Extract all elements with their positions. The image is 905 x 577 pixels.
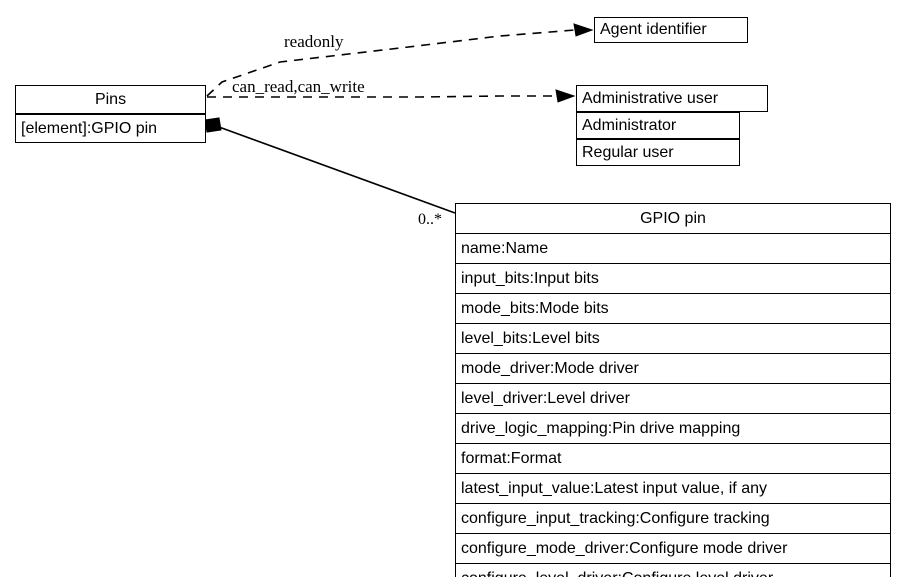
class-member-pins-0: [element]:GPIO pin xyxy=(15,114,206,143)
class-member-gpio-pin-11: configure_level_driver:Configure level d… xyxy=(455,563,891,577)
class-title-gpio-pin: GPIO pin xyxy=(455,203,891,234)
class-member-gpio-pin-9: configure_input_tracking:Configure track… xyxy=(455,503,891,534)
class-title-administrative-user: Administrative user xyxy=(576,85,768,112)
class-member-gpio-pin-1: input_bits:Input bits xyxy=(455,263,891,294)
edge-label-readonly: readonly xyxy=(284,32,344,51)
class-member-gpio-pin-8: latest_input_value:Latest input value, i… xyxy=(455,473,891,504)
class-member-gpio-pin-5: level_driver:Level driver xyxy=(455,383,891,414)
class-member-administrative-user-0: Administrator xyxy=(576,112,740,139)
class-member-administrative-user-1: Regular user xyxy=(576,139,740,166)
class-title-agent-identifier: Agent identifier xyxy=(594,17,748,43)
class-member-gpio-pin-2: mode_bits:Mode bits xyxy=(455,293,891,324)
class-member-gpio-pin-0: name:Name xyxy=(455,233,891,264)
edge-composition xyxy=(204,117,456,214)
class-title-pins: Pins xyxy=(15,85,206,114)
class-member-gpio-pin-7: format:Format xyxy=(455,443,891,474)
class-member-gpio-pin-10: configure_mode_driver:Configure mode dri… xyxy=(455,533,891,564)
edge-label-multiplicity: 0..* xyxy=(418,211,442,228)
class-member-gpio-pin-3: level_bits:Level bits xyxy=(455,323,891,354)
edge-label-can-read-can-write: can_read,can_write xyxy=(232,77,365,96)
class-member-gpio-pin-6: drive_logic_mapping:Pin drive mapping xyxy=(455,413,891,444)
class-member-gpio-pin-4: mode_driver:Mode driver xyxy=(455,353,891,384)
